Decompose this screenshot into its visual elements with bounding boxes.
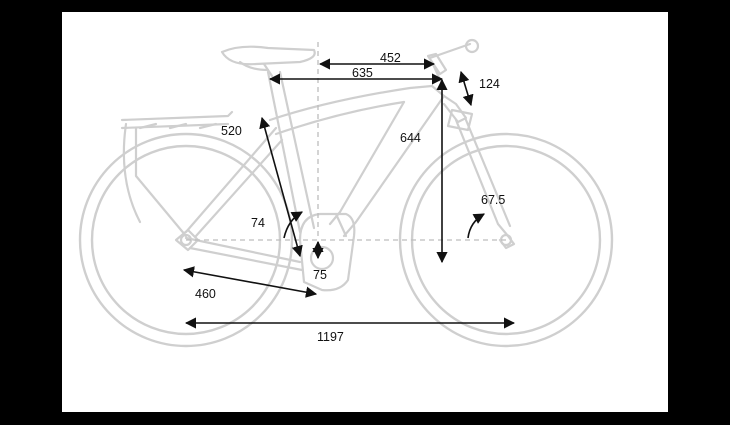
chainstay-label: 460 — [195, 287, 216, 301]
seat-angle-label: 74 — [251, 216, 265, 230]
head-angle-label: 67.5 — [481, 193, 505, 207]
rear-rack — [120, 110, 234, 238]
wheelbase-label: 1197 — [317, 330, 344, 344]
bb-drop-label: 75 — [313, 268, 327, 282]
dimension-labels: 452 635 124 644 520 74 67.5 75 460 1197 — [195, 51, 505, 344]
seat-tube-arrow — [259, 116, 303, 258]
seat-angle-arc — [283, 211, 303, 239]
seat-tube-label: 520 — [221, 124, 242, 138]
stack-label: 644 — [400, 131, 421, 145]
head-angle-arc — [467, 213, 485, 239]
fork-and-cockpit — [426, 38, 516, 250]
reach-label: 452 — [380, 51, 401, 65]
reference-lines — [186, 42, 506, 241]
frame — [174, 70, 446, 292]
dimensions — [182, 58, 516, 329]
bike-illustration — [78, 38, 614, 348]
chainstay-arrow — [182, 266, 318, 298]
head-tube-label: 124 — [479, 77, 500, 91]
saddle — [220, 45, 316, 78]
head-tube-arrow — [458, 70, 474, 107]
top-tube-label: 635 — [352, 66, 373, 80]
